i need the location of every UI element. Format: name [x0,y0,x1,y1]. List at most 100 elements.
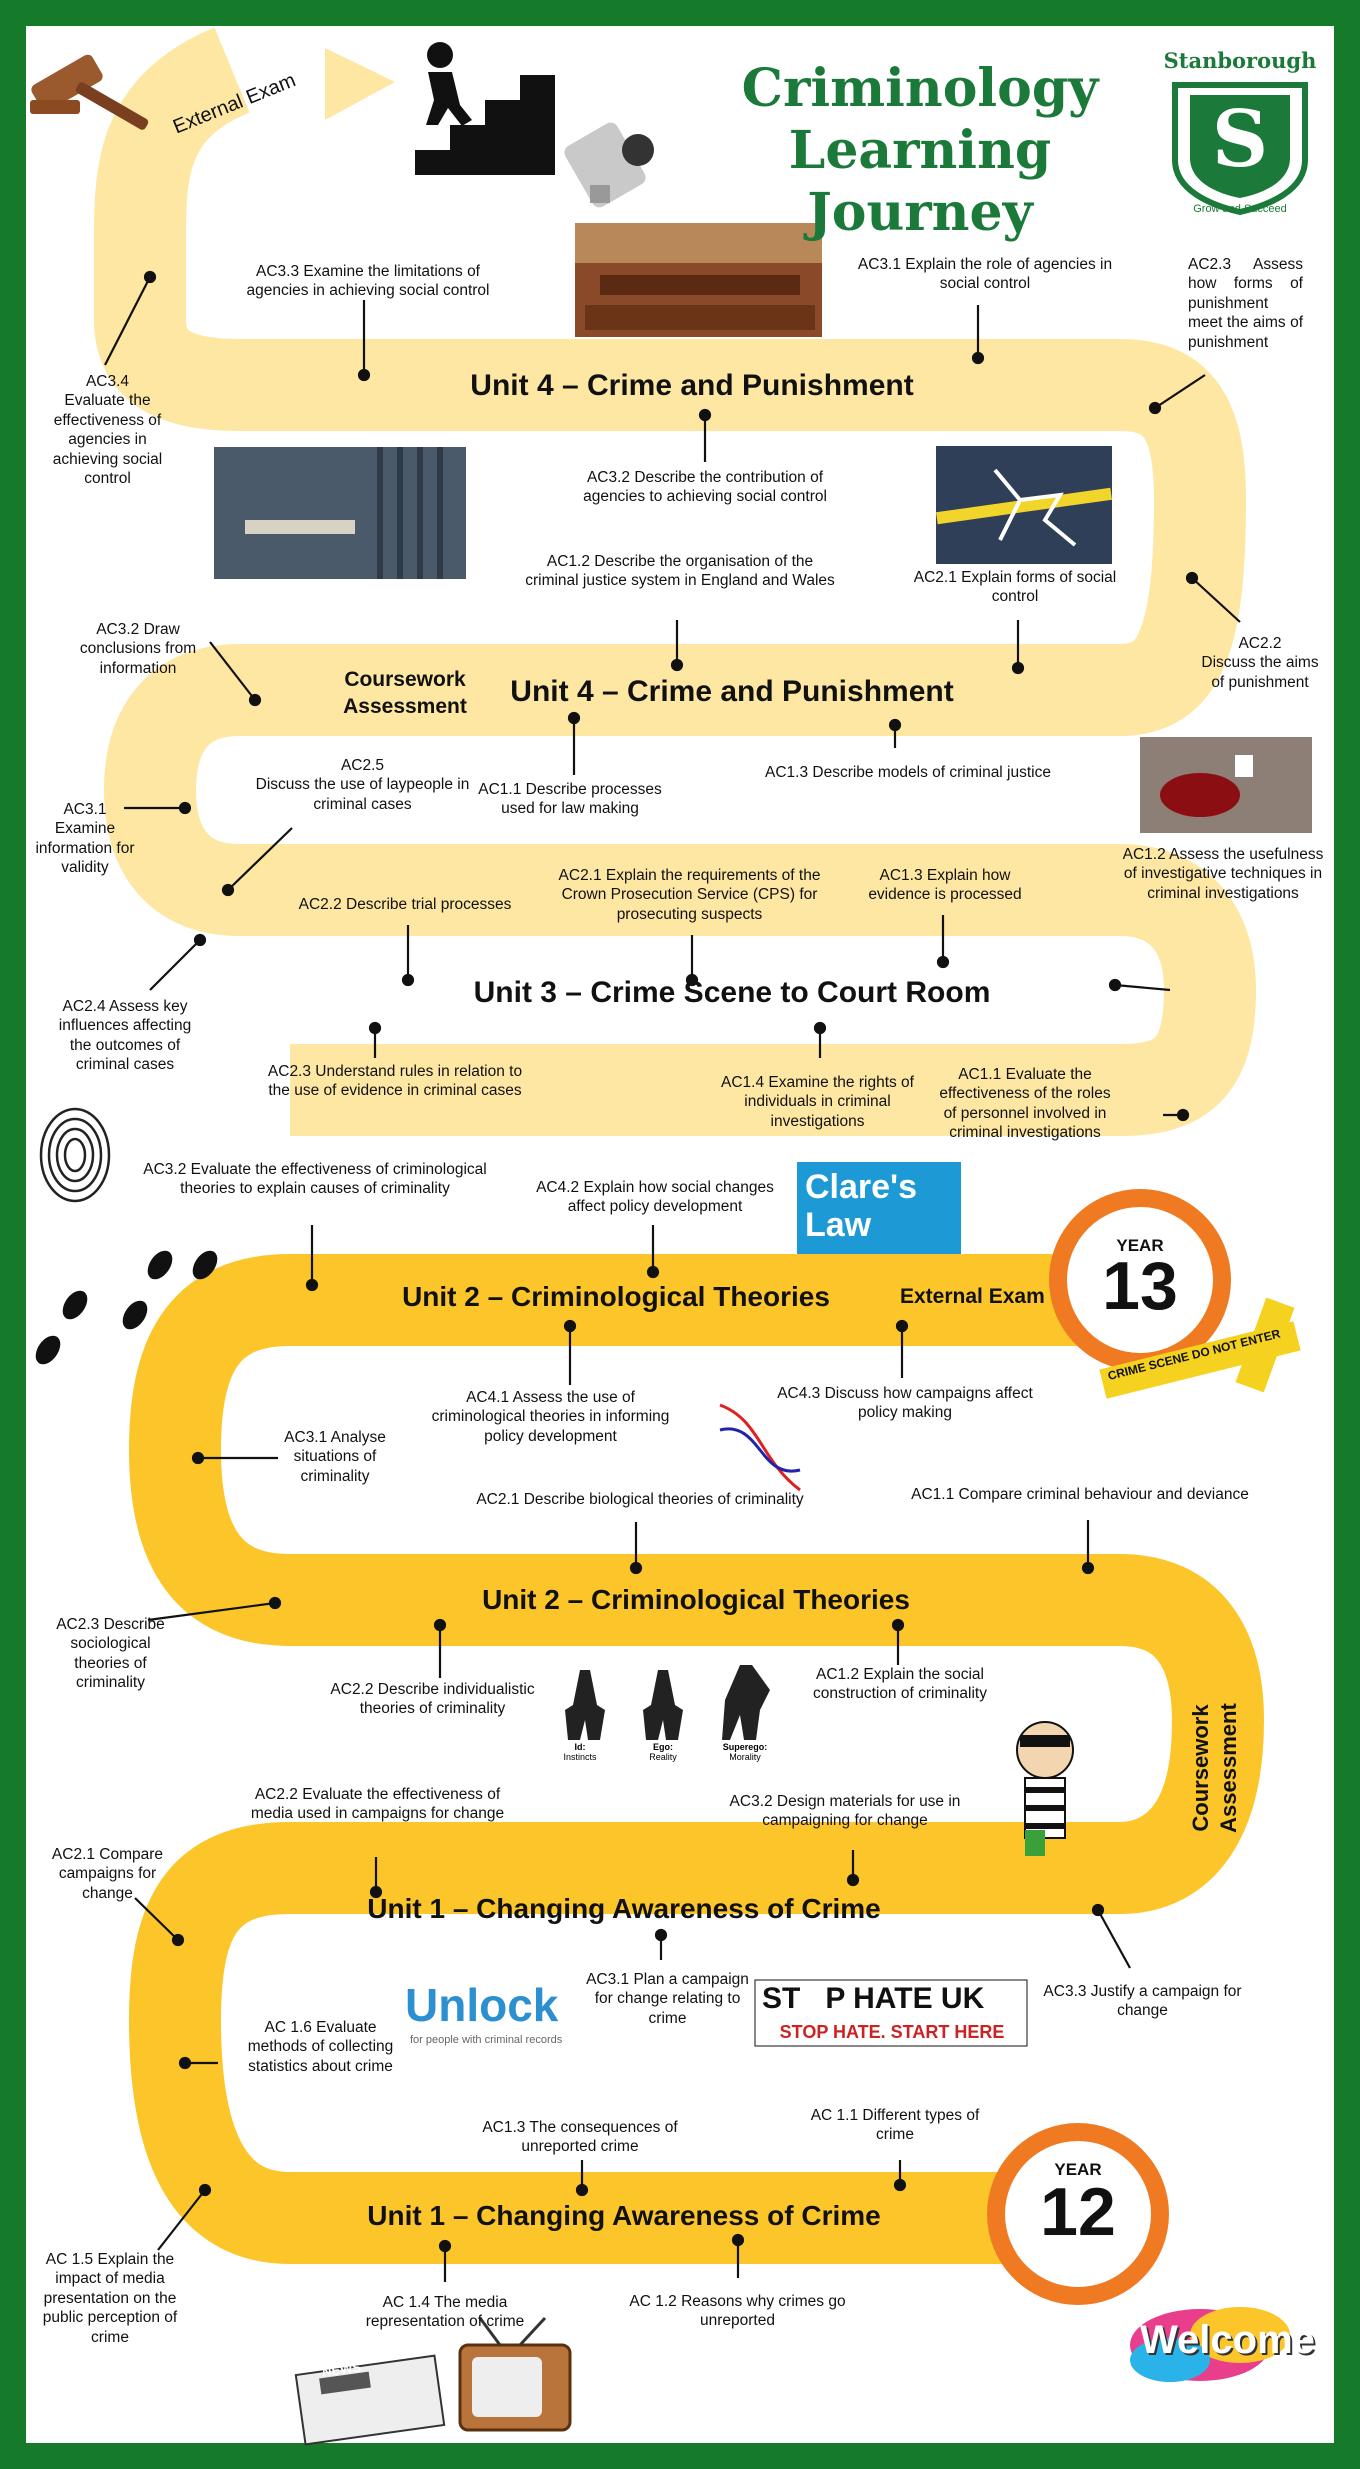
criterion-u2-ac41: AC4.1 Assess the use of criminological t… [431,1389,670,1445]
freud-id-label: Id:Instincts [555,1742,605,1762]
criterion-u3-ac24: AC2.4 Assess key influences affecting th… [58,998,192,1074]
criterion-u4-ac11: AC1.1 Describe processes used for law ma… [478,781,662,818]
criterion-u3-ac22: AC2.2 Describe trial processes [298,896,512,913]
prison-cell-image [214,447,466,579]
page-title: Criminology Learning Journey [680,58,1160,244]
criterion-u4-ac13: AC1.3 Describe models of criminal justic… [765,764,1051,781]
welcome-text: Welcome [1140,2318,1315,2362]
year12-number: 12 [1040,2174,1116,2250]
criterion-u3-ac14: AC1.4 Examine the rights of individuals … [721,1074,914,1130]
badge-motto: Grow and Succeed [1193,203,1287,215]
criterion-u1-ac12: AC 1.2 Reasons why crimes go unreported [629,2293,846,2330]
criterion-u1-ac14: AC 1.4 The media representation of crime [365,2294,525,2331]
criterion-u4-ac21: AC2.1 Explain forms of social control [913,569,1117,606]
robber-cartoon-icon [1016,1721,1074,1856]
criterion-u3-ac11: AC1.1 Evaluate the effectiveness of the … [939,1066,1111,1142]
criterion-u1-ac21: AC2.1 Compare campaigns for change [51,1846,164,1902]
clares-law-logo: Clare's Law [805,1168,918,1244]
criterion-u1-ac11: AC 1.1 Different types of crime [810,2107,980,2144]
criterion-u4-ac34: AC3.4 Evaluate the effectiveness of agen… [52,373,163,487]
criterion-u4-ac32: AC3.2 Describe the contribution of agenc… [583,469,827,506]
criterion-u1-ac33: AC3.3 Justify a campaign for change [1043,1983,1242,2020]
criterion-u1-ac16: AC 1.6 Evaluate methods of collecting st… [247,2019,394,2075]
criterion-u4-ac12: AC1.2 Describe the organisation of the c… [525,553,835,590]
unlock-logo-tagline: for people with criminal records [410,2034,563,2046]
criterion-u4-ac33: AC3.3 Examine the limitations of agencie… [246,263,490,300]
criterion-u2-ac43: AC4.3 Discuss how campaigns affect polic… [777,1385,1033,1422]
courtroom-image [575,223,822,337]
path-year12 [128,1254,1265,2264]
stop-hate-logo-bg [754,1979,1028,2047]
fingerprint-icon [39,1107,111,1203]
freud-superego-sub: Morality [729,1752,761,1762]
criterion-u4-ac32-draw: AC3.2 Draw conclusions from information [79,621,197,677]
external-exam-label: External Exam [900,1285,1045,1308]
criterion-u1-ac31: AC3.1 Plan a campaign for change relatin… [586,1971,749,2027]
blood-evidence-image [1140,737,1312,833]
criterion-u3-ac13: AC1.3 Explain how evidence is processed [868,867,1022,904]
stop-hate-logo-tagline: STOP HATE. START HERE [779,2022,1005,2042]
coursework-label-top: Coursework Assessment [343,668,467,718]
gavel-icon [30,54,149,130]
criterion-u2-ac42: AC4.2 Explain how social changes affect … [536,1179,774,1216]
welcome-splash-icon [1130,2307,1290,2382]
unit2-heading-bottom: Unit 2 – Criminological Theories [482,1584,910,1615]
criterion-u1-ac22: AC2.2 Evaluate the effectiveness of medi… [250,1786,505,1823]
unit2-heading-top: Unit 2 – Criminological Theories [402,1281,830,1312]
criterion-u2-ac32: AC3.2 Evaluate the effectiveness of crim… [143,1161,487,1198]
unit1-heading-bottom: Unit 1 – Changing Awareness of Crime [367,2200,881,2231]
retro-tv-icon [458,2316,572,2432]
badge-letter: S [1211,94,1269,185]
school-badge [1172,82,1308,216]
crime-tape-image [1099,1297,1301,1399]
criterion-u3-ac23: AC2.3 Understand rules in relation to th… [267,1063,523,1100]
path-year13 [93,27,1257,1136]
criterion-u3-ac12: AC1.2 Assess the usefulness of investiga… [1122,846,1324,902]
freud-id-title: Id: [574,1742,586,1752]
freud-superego-label: Superego:Morality [715,1742,775,1762]
freud-id-sub: Instincts [563,1752,597,1762]
cctv-camera-icon [564,122,654,208]
page-title-line1: Criminology [741,58,1099,119]
unit4-heading-bottom: Unit 4 – Crime and Punishment [510,675,954,708]
criterion-u3-ac21: AC2.1 Explain the requirements of the Cr… [558,867,821,923]
freud-ego-title: Ego: [653,1742,673,1752]
freud-superego-title: Superego: [722,1742,768,1752]
criterion-u1-ac13: AC1.3 The consequences of unreported cri… [482,2119,678,2156]
stairs-climber-icon [415,42,555,175]
dna-icon [719,1403,801,1492]
clares-law-logo-bg [797,1162,961,1254]
year13-label: YEAR [1116,1236,1164,1255]
criterion-u1-ac32: AC3.2 Design materials for use in campai… [729,1793,961,1830]
footprints-icon [35,1250,218,1365]
criterion-u2-ac23: AC2.3 Describe sociological theories of … [56,1616,165,1692]
unit1-heading-top: Unit 1 – Changing Awareness of Crime [367,1893,881,1924]
freud-ego-label: Ego:Reality [638,1742,688,1762]
unit4-heading-top: Unit 4 – Crime and Punishment [470,369,914,402]
criterion-u2-ac11: AC1.1 Compare criminal behaviour and dev… [911,1486,1249,1503]
criterion-u4-ac31: AC3.1 Explain the role of agencies in so… [857,256,1113,293]
coursework-label-vertical: Coursework Assessment [1188,1703,1241,1833]
unit3-heading: Unit 3 – Crime Scene to Court Room [473,976,991,1009]
year12-circle [987,2123,1169,2305]
unlock-logo: Unlock [405,1979,559,2031]
criterion-u1-ac15: AC 1.5 Explain the impact of media prese… [42,2251,178,2346]
criterion-u2-ac21: AC2.1 Describe biological theories of cr… [476,1491,804,1508]
criterion-u2-ac12: AC1.2 Explain the social construction of… [812,1666,987,1703]
exam-arrow-head [325,48,395,120]
newspaper-icon [294,2354,446,2446]
year12-label: YEAR [1054,2160,1102,2179]
criterion-u4-ac23: AC2.3 Assess how forms of punishment mee… [1188,256,1303,351]
criterion-u4-ac22: AC2.2 Discuss the aims of punishment [1201,635,1319,691]
freud-ego-sub: Reality [649,1752,677,1762]
criterion-u2-ac22: AC2.2 Describe individualistic theories … [330,1681,535,1718]
criterion-u2-ac31: AC3.1 Analyse situations of criminality [284,1429,386,1485]
criterion-u4-ac25: AC2.5 Discuss the use of laypeople in cr… [255,757,470,813]
badge-school-name: Stanborough [1163,48,1317,73]
connector-lines [104,270,1241,2282]
freud-figures-image [565,1665,770,1740]
year13-number: 13 [1102,1248,1178,1324]
